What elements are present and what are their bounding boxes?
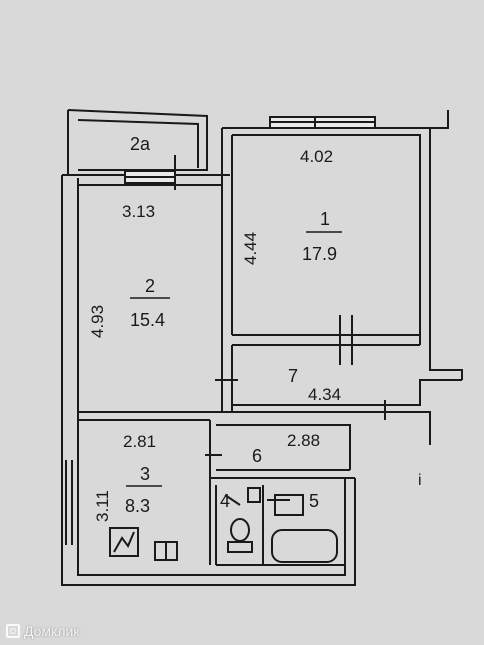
doors xyxy=(174,155,386,506)
room-area-1: 17.9 xyxy=(302,244,337,264)
room-label-5: 5 xyxy=(309,491,319,511)
watermark-text: Домклик xyxy=(24,623,80,639)
dim-room3-height: 3.11 xyxy=(93,490,112,522)
fixtures xyxy=(109,487,338,563)
room-label-balcony: 2а xyxy=(130,134,151,154)
room-label-1: 1 xyxy=(320,209,330,229)
dim-room2-width: 3.13 xyxy=(122,202,155,221)
toilet-icon xyxy=(230,518,250,542)
bathtub-icon xyxy=(271,529,338,563)
dim-room3-width: 2.81 xyxy=(123,432,156,451)
dim-corridor-length: 4.34 xyxy=(308,385,341,404)
windows xyxy=(124,116,376,184)
room-area-2: 15.4 xyxy=(130,310,165,330)
dim-room6-width: 2.88 xyxy=(287,431,320,450)
dim-room1-width: 4.02 xyxy=(300,147,333,166)
room-label-7: 7 xyxy=(288,366,298,386)
washbasin-icon xyxy=(274,494,304,516)
walls xyxy=(61,109,463,586)
dim-room1-height: 4.44 xyxy=(241,232,260,265)
room-label-3: 3 xyxy=(140,464,150,484)
room-label-2: 2 xyxy=(145,276,155,296)
stove-icon xyxy=(109,527,139,557)
outside-label: i xyxy=(418,472,422,489)
watermark: Домклик xyxy=(6,623,79,639)
shaft-icon xyxy=(247,487,261,503)
domclick-logo-icon xyxy=(6,624,20,638)
labels: 2а 4.02 1 17.9 4.44 3.13 2 15.4 4.93 7 4… xyxy=(88,134,422,522)
room-label-4: 4 xyxy=(220,491,230,511)
dim-room2-height: 4.93 xyxy=(88,305,107,338)
room-area-3: 8.3 xyxy=(125,496,150,516)
room-label-6: 6 xyxy=(252,446,262,466)
